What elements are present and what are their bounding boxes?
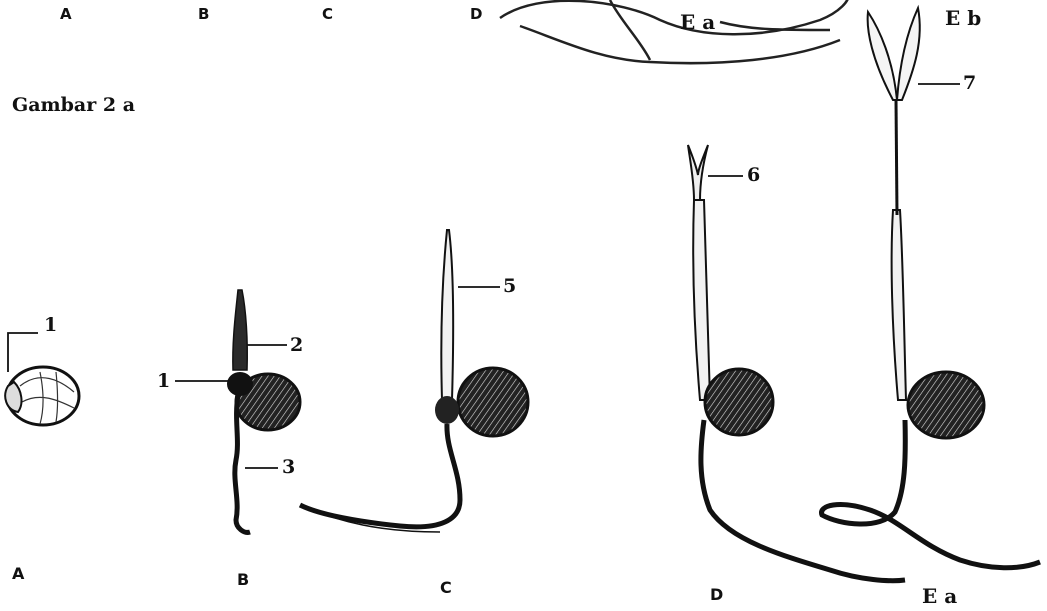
part-label-2: 2 [290, 336, 303, 355]
top-label-ea: E a [680, 12, 715, 32]
part-label-7: 7 [963, 74, 976, 93]
stage-ea-seedling [822, 8, 1040, 568]
top-label-eb: E b [945, 8, 981, 28]
part-label-5: 5 [503, 277, 516, 296]
stage-b-seedling [227, 290, 300, 532]
part-label-1-seed: 1 [44, 316, 57, 335]
part-label-6: 6 [747, 166, 760, 185]
figure-caption: Gambar 2 a [12, 96, 135, 115]
top-label-b: B [198, 7, 209, 22]
top-label-c: C [322, 7, 333, 22]
top-root-sketch [500, 0, 848, 63]
part-label-1-b: 1 [157, 372, 170, 391]
part-label-3: 3 [282, 458, 295, 477]
stage-d-seedling [688, 145, 905, 581]
stage-c-seedling [300, 230, 528, 532]
stage-label-a: A [12, 566, 24, 582]
stage-label-ea: E a [922, 586, 957, 606]
stage-a-seed [5, 367, 79, 425]
stage-label-b: B [237, 572, 249, 588]
top-label-a: A [60, 7, 72, 22]
top-label-d: D [470, 7, 482, 22]
stage-label-c: C [440, 580, 452, 596]
stage-label-d: D [710, 587, 723, 603]
